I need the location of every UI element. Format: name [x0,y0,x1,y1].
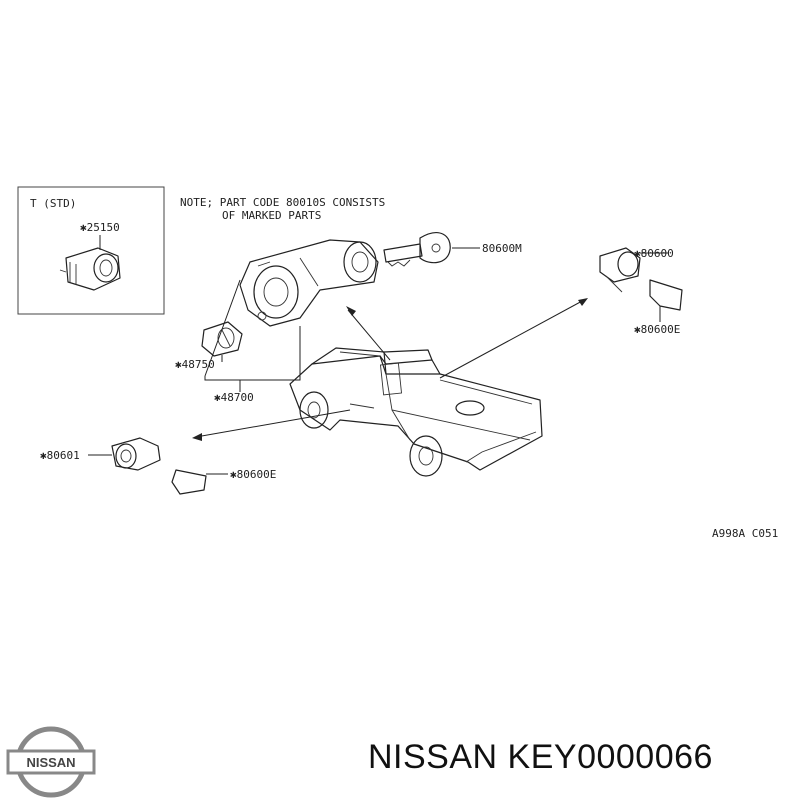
label-door-clip: ✱80600E [230,468,276,481]
door-lock-part [88,437,161,471]
pickup-truck-illustration [289,347,543,477]
label-rear-clip: ✱80600E [634,323,680,336]
inset-part-label: ✱25150 [80,221,120,234]
nissan-logo: NISSAN [6,726,96,798]
label-ignition-set: ✱48700 [214,391,254,404]
note-line-1: NOTE; PART CODE 80010S CONSISTS [180,196,385,209]
figure-code: A998A C051 [712,527,778,540]
footer-part-number: KEY0000066 [507,738,713,776]
label-rear-lock: ✱80600 [634,247,674,260]
ignition-knob-part [201,321,243,357]
inset-cylinder-part [59,247,121,291]
inset-title: T (STD) [30,197,76,210]
inset-box: T (STD) ✱25150 [17,186,165,315]
rear-clip-part [649,279,683,322]
label-ignition-knob: ✱48750 [175,358,215,371]
door-clip-part [171,469,228,495]
steering-lock-assembly [239,239,379,327]
pointer-arrows [192,298,588,441]
footer-part-title: NISSAN KEY0000066 [368,738,713,777]
label-key: 80600M [482,242,522,255]
note-line-2: OF MARKED PARTS [222,209,321,222]
key-part [383,232,480,267]
footer-brand: NISSAN [368,738,498,776]
ignition-leader-lines [204,279,301,392]
rear-lock-part [599,247,668,293]
nissan-logo-text: NISSAN [26,755,75,770]
label-door-lock: ✱80601 [40,449,80,462]
